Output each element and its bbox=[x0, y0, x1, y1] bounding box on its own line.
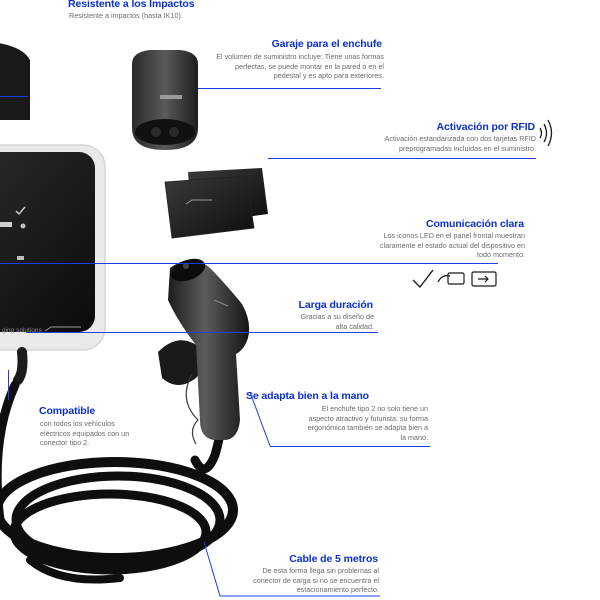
leader-line-comm bbox=[0, 263, 498, 264]
nfc-waves-icon bbox=[539, 119, 553, 147]
feature-title-hand: Se adapta bien a la mano bbox=[245, 390, 369, 402]
feature-desc-garage: El volumen de suministro incluye: Tiene … bbox=[216, 52, 384, 81]
feature-title-compatible: Compatible bbox=[39, 405, 96, 417]
feature-title-impact: Resistente a los Impactos bbox=[68, 0, 195, 10]
wallbox-device bbox=[0, 43, 106, 385]
feature-desc-cable: De esta forma llega sin problemas al con… bbox=[253, 566, 379, 595]
leader-line-rfid bbox=[268, 158, 536, 159]
leader-line-impact bbox=[0, 96, 28, 97]
feature-title-cable: Cable de 5 metros bbox=[289, 553, 378, 565]
feature-desc-rfid: Activación estandarizada con dos tarjeta… bbox=[384, 134, 536, 153]
card-tap-icon bbox=[437, 272, 465, 285]
feature-desc-compatible: con todos los vehículos eléctricos equip… bbox=[40, 419, 130, 448]
rfid-cards bbox=[164, 168, 268, 239]
checkmark-icon bbox=[412, 269, 434, 289]
feature-desc-duration: Gracias a su diseño de alta calidad. bbox=[300, 312, 374, 331]
feature-desc-impact: Resistente a impactos (hasta IK10). bbox=[69, 11, 183, 20]
feature-title-communication: Comunicación clara bbox=[426, 218, 524, 230]
charger-brand-label: ging solutions bbox=[2, 327, 42, 334]
feature-title-duration: Larga duración bbox=[298, 299, 374, 311]
plug-garage bbox=[132, 50, 198, 150]
coiled-cable bbox=[0, 380, 238, 584]
leader-line-garage bbox=[198, 88, 381, 89]
feature-title-rfid: Activación por RFID bbox=[436, 121, 536, 133]
feature-title-garage: Garaje para el enchufe bbox=[271, 38, 383, 50]
feature-desc-communication: Los iconos LED en el panel frontal muest… bbox=[379, 231, 525, 260]
leader-line-hand bbox=[270, 446, 430, 447]
type2-plug bbox=[158, 258, 250, 445]
leader-line-duration bbox=[26, 332, 378, 333]
leader-line-compatible bbox=[8, 370, 9, 400]
card-insert-icon bbox=[471, 271, 497, 287]
feature-desc-hand: El enchufe tipo 2 no solo tiene un aspec… bbox=[307, 404, 428, 442]
